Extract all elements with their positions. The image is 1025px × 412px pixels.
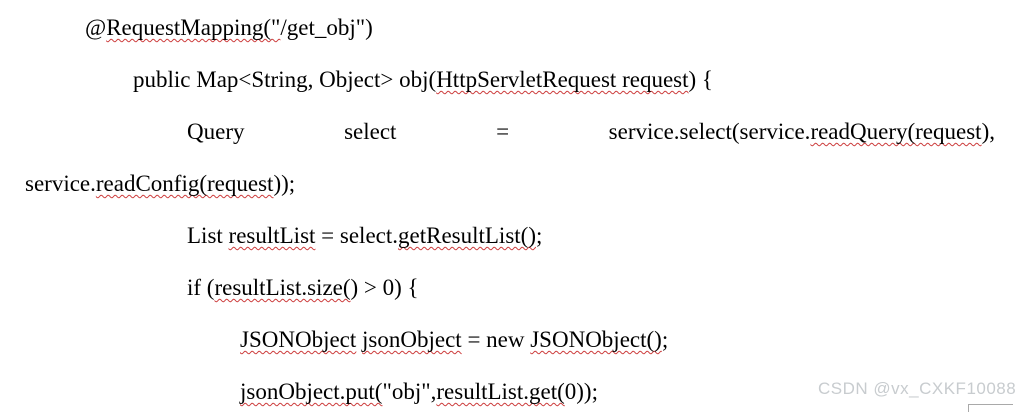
code-text: if ( [187,275,215,300]
misspelled-text: resultList [228,223,316,248]
code-line: public Map<String, Object> obj(HttpServl… [0,54,1025,106]
misspelled-text: JSONObject [240,327,357,352]
misspelled-text: resultList.size( [214,275,351,300]
cropped-frame-corner [968,404,1013,412]
code-line: service.readConfig(request)); [0,158,1025,210]
misspelled-text: jsonObject [362,327,462,352]
code-text: List [187,223,229,248]
code-text: ) { [688,67,713,92]
code-text: service. [25,171,96,196]
misspelled-text: jsonObject.put( [240,379,383,404]
code-text: = [496,119,510,144]
code-text: ) > 0) { [350,275,419,300]
code-text: ; [535,223,543,248]
code-line: JSONObject jsonObject = new JSONObject()… [0,314,1025,366]
code-text: = select. [315,223,398,248]
misspelled-text: RequestMapping(" [106,15,281,40]
code-text: ; [661,327,669,352]
code-line: List resultList = select.getResultList()… [0,210,1025,262]
code-text: )); [273,171,296,196]
misspelled-text: readConfig(request [95,171,274,196]
code-text: select [344,119,397,144]
code-text: Query [187,119,245,144]
code-text: /get_obj") [280,15,373,40]
code-text: 0)); [564,379,598,404]
code-line: @RequestMapping("/get_obj") [0,2,1025,54]
misspelled-text: resultList.get( [436,379,565,404]
csdn-watermark: CSDN @vx_CXKF10088 [818,379,1017,398]
misspelled-text: readQuery(request [810,119,982,144]
code-line: jsonObject.put("obj",resultList.get(0)); [0,366,1025,412]
code-line: Query select = service.select(service.readQ… [0,106,1025,158]
code-text: public Map<String, Object> obj( [133,67,437,92]
code-text: ), [981,119,995,144]
code-text: "obj", [382,379,437,404]
misspelled-text: JSONObject() [530,327,662,352]
misspelled-text: HttpServletRequest request [436,67,689,92]
code-text: service.select(service. [608,119,811,144]
misspelled-text: getResultList() [398,223,536,248]
code-text: @ [85,15,107,40]
code-line: if (resultList.size() > 0) { [0,262,1025,314]
code-text: = new [461,327,531,352]
